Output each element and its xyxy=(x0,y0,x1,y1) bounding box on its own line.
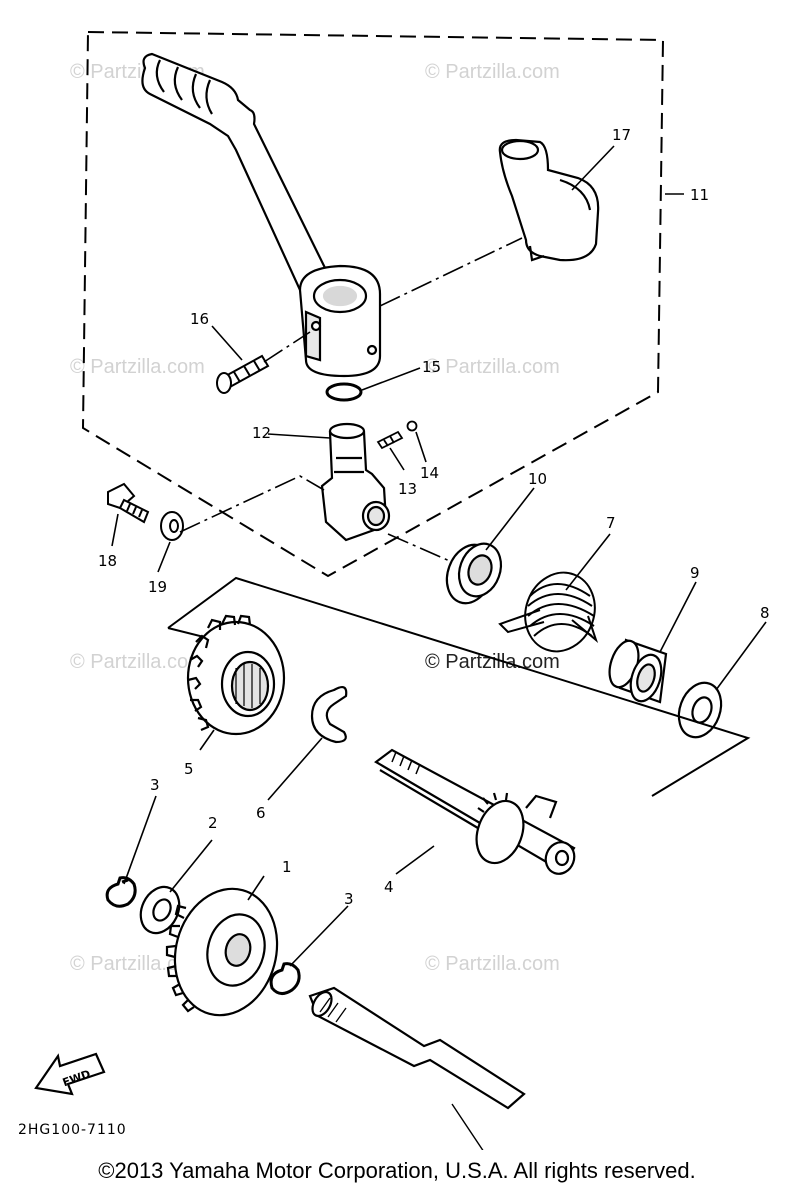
part-5-ratchet-gear xyxy=(186,614,286,736)
callout-6: 6 xyxy=(256,804,266,822)
callout-8: 8 xyxy=(760,604,770,622)
watermark-dark: © Partzilla.com xyxy=(425,651,560,673)
callout-5: 5 xyxy=(184,760,194,778)
callout-4: 4 xyxy=(384,878,394,896)
part-17-boot xyxy=(498,138,600,262)
subassembly-outline xyxy=(167,576,751,797)
kick-crank-lever xyxy=(141,52,382,378)
callout-18: 18 xyxy=(98,552,117,570)
part-14-ball xyxy=(406,420,418,432)
part-13-spring-pin xyxy=(376,430,404,450)
callout-10: 10 xyxy=(528,470,547,488)
callout-7: 7 xyxy=(606,514,616,532)
part-3-circlip xyxy=(269,962,301,995)
part-10-oil-seal xyxy=(445,542,503,605)
assembly-11-dashed-boundary xyxy=(81,30,665,578)
part-12-shaft-fitting xyxy=(320,422,391,542)
watermark: © Partzilla.com xyxy=(425,61,560,83)
watermark: © Partzilla.com xyxy=(425,356,560,378)
callout-17: 17 xyxy=(612,126,631,144)
part-8-washer xyxy=(677,681,723,739)
callout-16: 16 xyxy=(190,310,209,328)
callout-1: 1 xyxy=(282,858,292,876)
part-6-clip xyxy=(310,686,348,744)
part-16-bolt xyxy=(216,354,270,394)
callout-3: 3 xyxy=(150,776,160,794)
callout-12: 12 xyxy=(252,424,271,442)
watermark: © Partzilla.com xyxy=(70,356,205,378)
callout-14: 14 xyxy=(420,464,439,482)
leader-lines xyxy=(179,237,523,563)
kick-starter-parts-diagram: © Partzilla.com © Partzilla.com © Partzi… xyxy=(18,30,770,1150)
callout-3: 3 xyxy=(344,890,354,908)
fwd-arrow-icon: FWD xyxy=(34,1052,106,1096)
callout-13: 13 xyxy=(398,480,417,498)
callout-11: 11 xyxy=(690,186,709,204)
callout-19: 19 xyxy=(148,578,167,596)
callout-9: 9 xyxy=(690,564,700,582)
part-3-circlip xyxy=(105,876,137,908)
callout-numbers: 1 2 3 3 4 5 6 7 8 9 10 11 12 13 14 15 16… xyxy=(98,126,770,908)
watermark: © Partzilla.com xyxy=(70,651,205,673)
copyright-notice: ©2013 Yamaha Motor Corporation, U.S.A. A… xyxy=(98,1158,696,1183)
part-15-o-ring xyxy=(325,382,363,402)
part-18-bolt xyxy=(107,482,150,524)
diagram-code: 2HG100-7110 xyxy=(18,1122,127,1138)
callout-leaders xyxy=(111,145,767,967)
part-7-torsion-spring xyxy=(498,571,599,653)
callout-2: 2 xyxy=(208,814,218,832)
kick-shaft xyxy=(308,986,526,1150)
part-4-kick-axle xyxy=(374,748,576,875)
part-19-washer xyxy=(160,511,184,541)
callout-15: 15 xyxy=(422,358,441,376)
watermark: © Partzilla.com xyxy=(70,953,205,975)
part-1-kick-gear xyxy=(165,887,279,1017)
watermark: © Partzilla.com xyxy=(425,953,560,975)
watermarks: © Partzilla.com © Partzilla.com © Partzi… xyxy=(70,61,560,975)
part-9-collar xyxy=(608,638,668,704)
part-2-washer xyxy=(139,885,181,935)
